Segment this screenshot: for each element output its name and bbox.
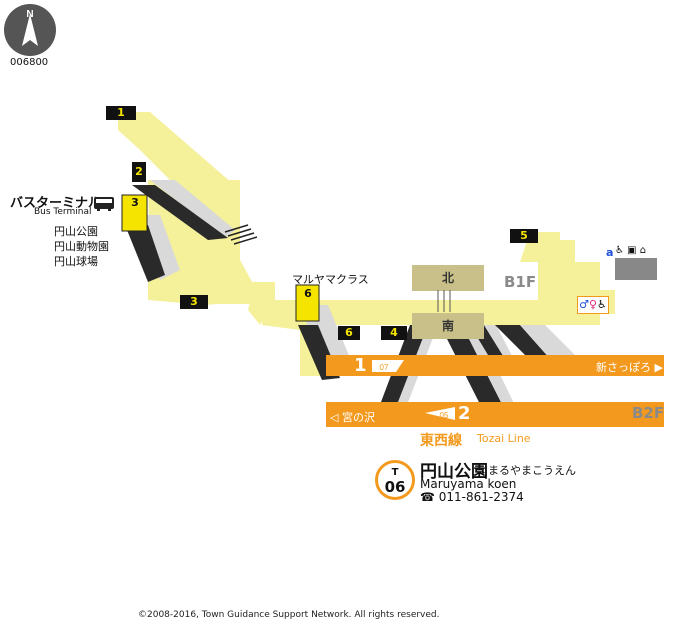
bus-terminal-subtitle: Bus Terminal [34, 207, 92, 217]
destination-maruyama-park: 円山公園 [54, 225, 98, 238]
exit-2-label: 2 [132, 162, 146, 182]
station-phone: ☎ 011-861-2374 [420, 490, 524, 504]
accessibility-icon: ♿ ▣ ⌂ [615, 245, 647, 256]
platform-2-badge: 05 [440, 411, 449, 420]
exit-6-elevator-label: 6 [304, 287, 312, 300]
facility-marker: a [606, 246, 614, 259]
exit-6-label: 6 [338, 326, 360, 340]
building-label: マルヤマクラス [292, 273, 369, 286]
platform-1-badge-bg [372, 360, 404, 372]
platform-1-badge: 07 [380, 363, 389, 372]
destination-maruyama-zoo: 円山動物園 [54, 240, 109, 253]
platform-2-badge-bg [425, 407, 455, 420]
stairs-exit-2 [132, 180, 235, 240]
platform-1-direction: 新さっぽろ ▶ [596, 361, 663, 374]
station-name-kana: まるやまこうえん [488, 464, 576, 477]
platform-1-number: 1 [354, 355, 367, 376]
station-name-en: Maruyama koen [420, 477, 517, 491]
facility-elevator-block [615, 258, 657, 280]
copyright: ©2008-2016, Town Guidance Support Networ… [138, 610, 440, 620]
bus-terminal-title: バスターミナル [10, 196, 102, 211]
steps-marker [224, 224, 258, 245]
ticket-gate-north [412, 265, 484, 312]
exit-3-label: 3 [180, 295, 208, 309]
station-name-ja: 円山公園 [420, 462, 488, 482]
north-arrow-icon: N [4, 4, 56, 56]
exit-5-label: 5 [510, 229, 538, 243]
exit-4-label: 4 [381, 326, 407, 340]
toilet-icon: ♂♀♿ [577, 296, 609, 314]
platform-2-bar [326, 402, 664, 427]
floor-b2f-label: B2F [632, 404, 665, 422]
line-name-ja: 東西線 [420, 433, 462, 449]
platform-2-number: 2 [458, 403, 471, 424]
map-code: 006800 [10, 57, 49, 68]
line-name-en: Tozai Line [477, 432, 531, 445]
compass-label: N [26, 9, 33, 20]
platform-2-direction: ◁ 宮の沢 [330, 411, 375, 424]
floor-b1f-label: B1F [504, 273, 537, 291]
elevator-icon [121, 194, 320, 322]
exit-3-elevator-label: 3 [131, 196, 139, 209]
gate-north-label: 北 [442, 270, 454, 285]
ticket-gate-south [412, 313, 484, 339]
destination-maruyama-stadium: 円山球場 [54, 255, 98, 268]
gate-south-label: 南 [442, 318, 454, 333]
bus-icon [94, 197, 114, 211]
platform-1-bar [326, 355, 664, 376]
station-code-letter: T [391, 467, 399, 478]
station-code-number: 06 [384, 478, 406, 496]
station-number-badge: T 06 [375, 460, 415, 500]
exit-1-label: 1 [106, 106, 136, 120]
